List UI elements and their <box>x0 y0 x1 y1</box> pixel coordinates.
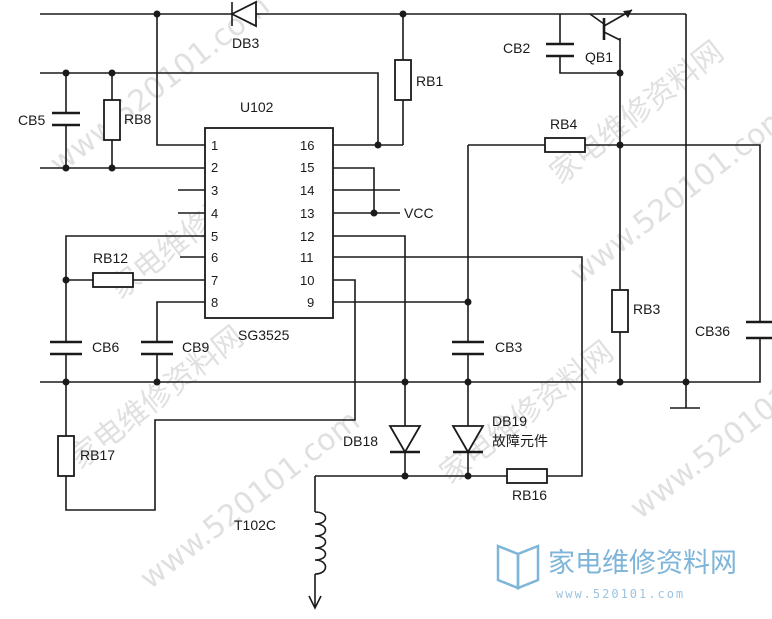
diode-db19: DB19 故障元件 <box>451 413 548 454</box>
vcc-label: VCC <box>404 205 434 221</box>
ic-pins-right: 16 15 14 13 12 11 10 9 <box>300 138 314 310</box>
pin-label: 14 <box>300 183 314 198</box>
resistor-rb16: RB16 <box>506 468 548 503</box>
rb12-label: RB12 <box>93 250 128 266</box>
wires <box>40 13 761 610</box>
pin-label: 1 <box>211 138 218 153</box>
db3-label: DB3 <box>232 35 259 51</box>
pin-label: 6 <box>211 250 218 265</box>
pin-label: 7 <box>211 273 218 288</box>
logo-url: www.520101.com <box>556 587 685 601</box>
resistor-rb3: RB3 <box>611 289 660 333</box>
db19-label: DB19 <box>492 413 527 429</box>
rb1-label: RB1 <box>416 73 443 89</box>
capacitor-cb36: CB36 <box>695 320 772 340</box>
ic-part-label: SG3525 <box>238 327 290 343</box>
capacitor-cb9: CB9 <box>141 339 209 356</box>
diode-db18: DB18 <box>343 425 422 454</box>
cb5-label: CB5 <box>18 112 45 128</box>
junctions <box>62 10 690 480</box>
db18-label: DB18 <box>343 433 378 449</box>
rb17-label: RB17 <box>80 447 115 463</box>
capacitor-cb6: CB6 <box>50 339 119 356</box>
capacitor-cb2: CB2 <box>503 40 574 58</box>
pin-label: 8 <box>211 295 218 310</box>
book-icon <box>496 544 540 590</box>
pin-label: 5 <box>211 229 218 244</box>
pin-label: 9 <box>307 295 314 310</box>
pin-label: 15 <box>300 160 314 175</box>
rb3-label: RB3 <box>633 301 660 317</box>
resistor-rb8: RB8 <box>103 99 151 141</box>
ic-name-label: U102 <box>240 99 274 115</box>
transistor-qb1: QB1 <box>585 9 633 65</box>
resistor-rb4: RB4 <box>544 116 586 153</box>
watermark-text: www.520101.com <box>623 333 772 526</box>
capacitor-cb3: CB3 <box>452 339 522 356</box>
resistor-rb1: RB1 <box>394 59 443 101</box>
logo-text: 家电维修资料网 <box>548 548 737 579</box>
watermark-text: www.520101.com <box>133 403 366 596</box>
watermark-logo: 家电维修资料网 www.520101.com <box>496 544 737 601</box>
pin-label: 13 <box>300 206 314 221</box>
ic-pins-left: 1 2 3 4 5 6 7 8 <box>211 138 218 310</box>
resistor-rb17: RB17 <box>57 435 115 477</box>
transformer-t102c: T102C <box>234 511 327 575</box>
cb2-label: CB2 <box>503 40 530 56</box>
capacitor-cb5: CB5 <box>18 111 80 128</box>
fault-label: 故障元件 <box>492 433 548 449</box>
pin-label: 12 <box>300 229 314 244</box>
cb3-label: CB3 <box>495 339 522 355</box>
pin-label: 10 <box>300 273 314 288</box>
cb6-label: CB6 <box>92 339 119 355</box>
pin-label: 16 <box>300 138 314 153</box>
pin-label: 3 <box>211 183 218 198</box>
resistor-rb12: RB12 <box>92 250 134 288</box>
diode-db3: DB3 <box>229 0 259 51</box>
rb8-label: RB8 <box>124 111 151 127</box>
rb4-label: RB4 <box>550 116 577 132</box>
ic-u102: 1 2 3 4 5 6 7 8 16 15 14 13 12 11 10 9 U… <box>204 99 334 343</box>
cb36-label: CB36 <box>695 323 730 339</box>
pin-label: 11 <box>300 250 314 265</box>
cb9-label: CB9 <box>182 339 209 355</box>
qb1-label: QB1 <box>585 49 613 65</box>
t102c-label: T102C <box>234 517 276 533</box>
rb16-label: RB16 <box>512 487 547 503</box>
pin-label: 2 <box>211 160 218 175</box>
pin-label: 4 <box>211 206 218 221</box>
